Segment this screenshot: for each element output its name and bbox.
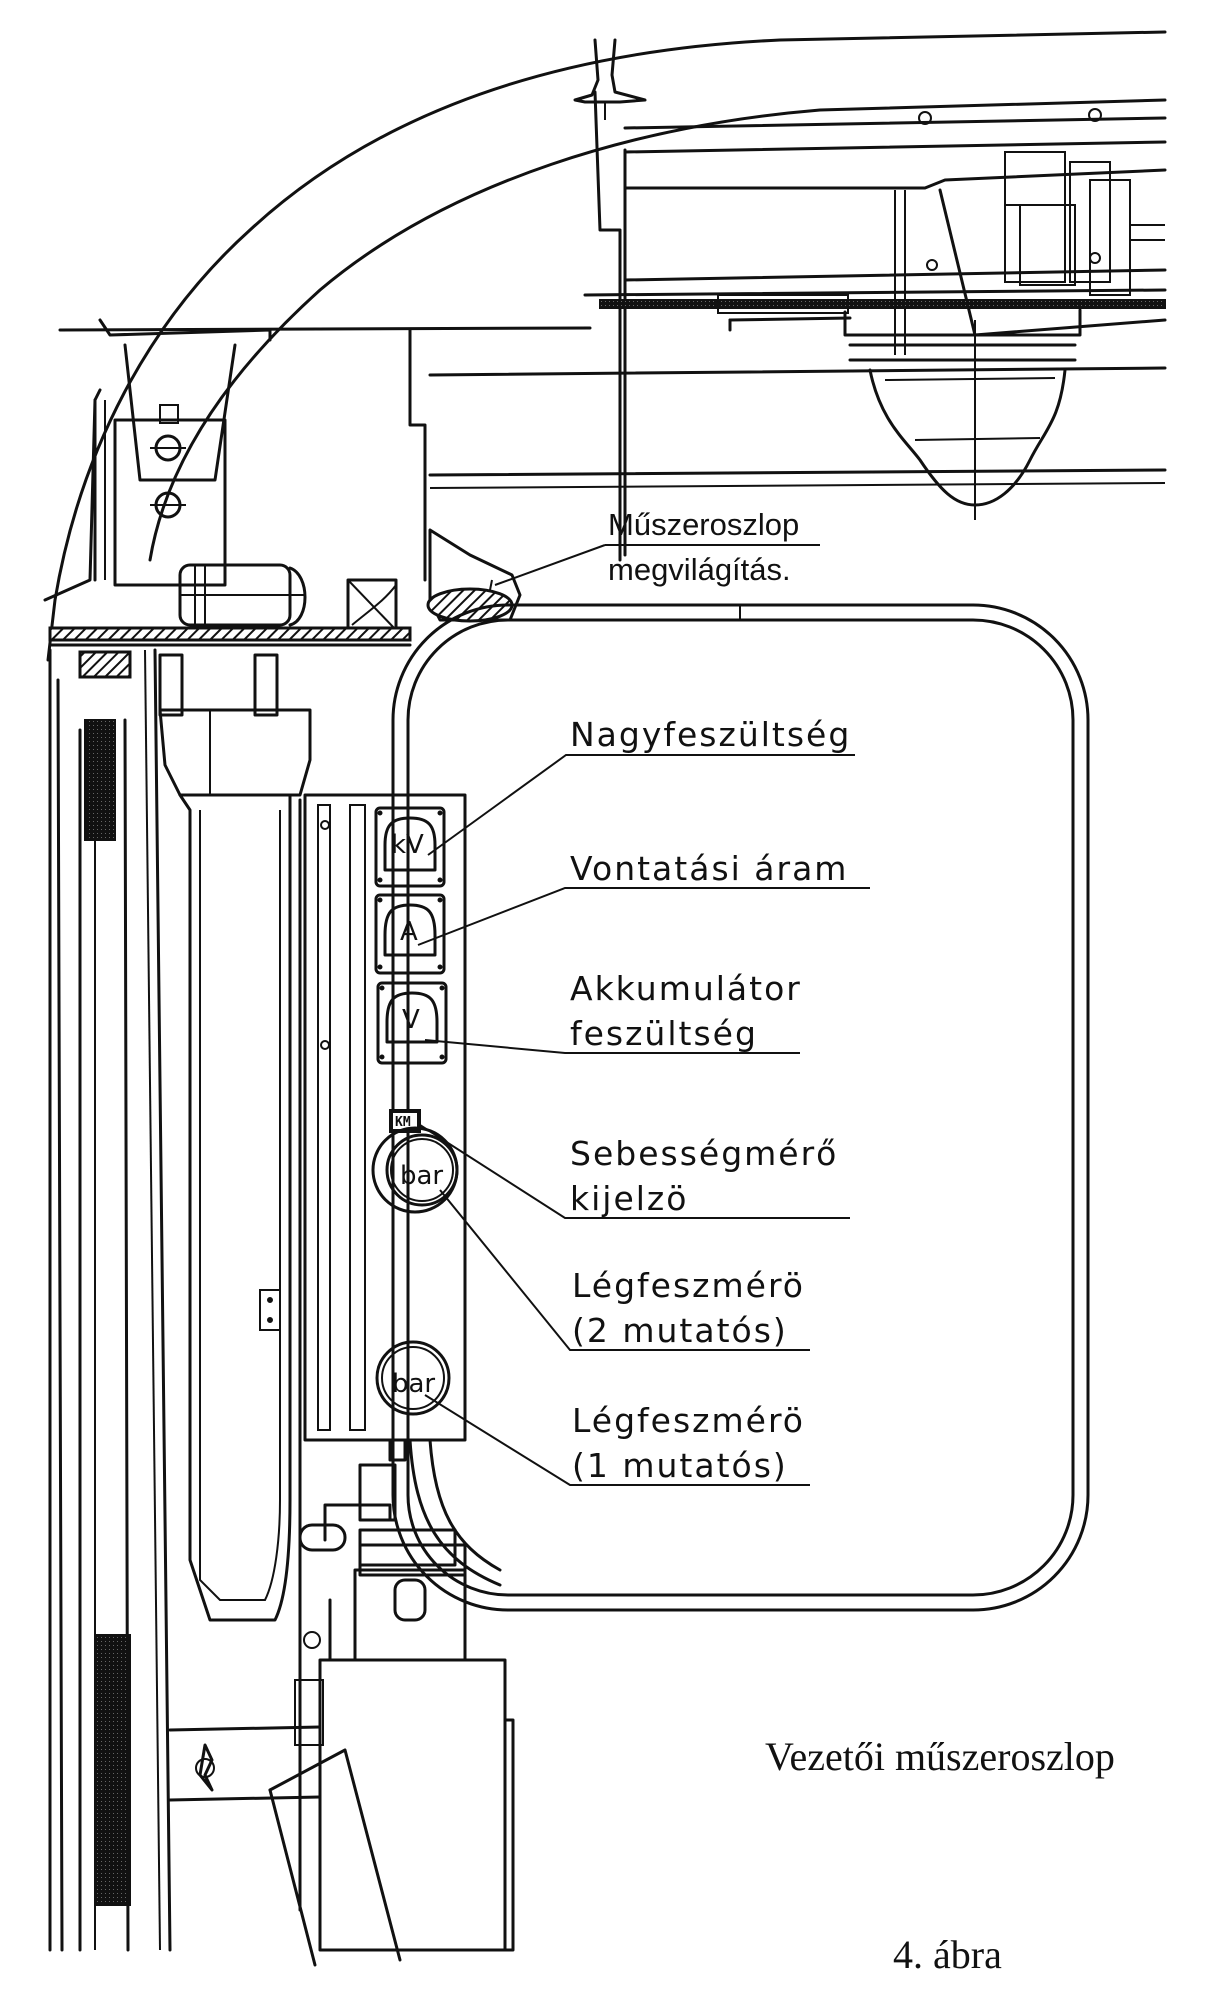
label-battery-voltage-1: Akkumulátor <box>570 969 802 1008</box>
speedometer-display-label: KM <box>395 1115 411 1130</box>
ventilation-unit <box>43 318 398 632</box>
kv-gauge: kV <box>374 806 446 888</box>
ampere-gauge-label: A <box>400 917 418 947</box>
ceiling-insulation-panel <box>48 626 412 679</box>
callout-leaders <box>417 754 870 1486</box>
instrument-panel <box>303 793 467 1442</box>
lamp-leader-line <box>494 544 606 586</box>
lower-control-pedestal <box>168 1438 515 1967</box>
figure-number: 4. ábra <box>893 1932 1002 1977</box>
air-pressure-gauge-1-pointer: bar <box>375 1340 451 1416</box>
lamp-label-line2: megvilágítás. <box>608 552 791 587</box>
speedometer-display: KM <box>389 1109 421 1133</box>
sun-visor-assembly <box>158 653 312 1912</box>
volt-gauge-label: V <box>402 1005 420 1035</box>
air-pressure-gauge-2-pointer: bar <box>371 1126 459 1214</box>
ceiling-equipment-box <box>583 90 1167 562</box>
cab-door-frame <box>48 648 172 1952</box>
ampere-gauge: A <box>374 893 446 975</box>
label-air-gauge-2-2: (2 mutatós) <box>572 1311 788 1350</box>
label-high-voltage: Nagyfeszültség <box>570 715 851 754</box>
volt-gauge: V <box>376 981 448 1065</box>
label-battery-voltage-2: feszültség <box>570 1014 758 1053</box>
label-speedometer-1: Sebességmérő <box>570 1134 838 1173</box>
ceiling-panel <box>58 326 1167 582</box>
figure-caption: Vezetői műszeroszlop <box>765 1734 1115 1779</box>
label-speedometer-2: kijelzö <box>570 1179 688 1218</box>
label-air-gauge-1-1: Légfeszmérö <box>572 1401 805 1440</box>
cab-side-window <box>391 603 1090 1612</box>
kv-gauge-label: kV <box>391 830 424 860</box>
lamp-label-line1: Műszeroszlop <box>608 507 799 542</box>
air-gauge-2-label: bar <box>400 1161 443 1191</box>
label-air-gauge-2-1: Légfeszmérö <box>572 1266 805 1305</box>
air-gauge-1-label: bar <box>392 1369 435 1399</box>
label-traction-current: Vontatási áram <box>570 849 848 888</box>
instrument-column-lamp <box>426 528 522 623</box>
label-air-gauge-1-2: (1 mutatós) <box>572 1446 788 1485</box>
ceiling-dome-light <box>843 308 1082 520</box>
